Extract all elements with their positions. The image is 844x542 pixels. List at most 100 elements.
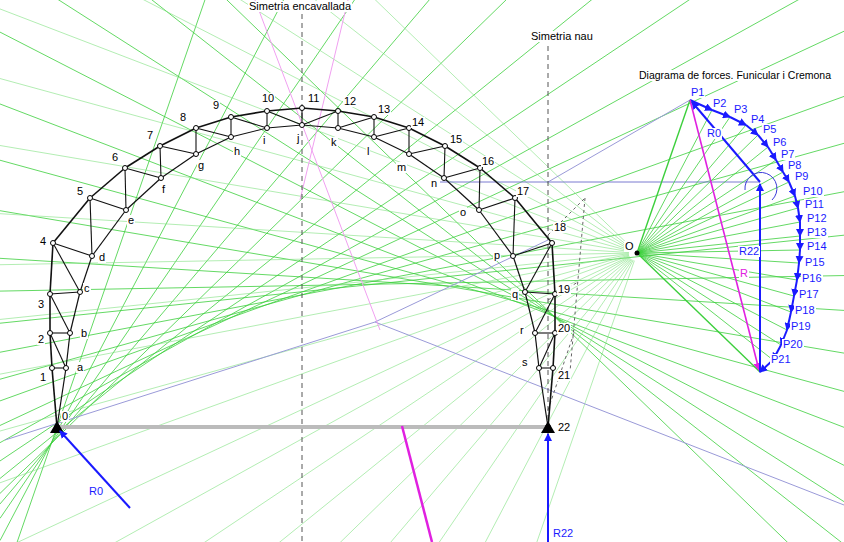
label: 19 [557, 284, 571, 295]
label: 15 [449, 134, 463, 145]
bottom-chord [70, 292, 80, 333]
label: f [161, 184, 166, 195]
polar-ray [637, 117, 730, 253]
truss-member [525, 292, 555, 294]
label: 18 [553, 222, 567, 233]
label: h [233, 146, 241, 157]
funicular-line [0, 143, 844, 379]
label: R0 [88, 486, 104, 497]
label: P6 [772, 137, 787, 148]
polar-ray [637, 100, 690, 253]
load-vector [797, 263, 799, 280]
truss-member [53, 243, 92, 256]
funicular-line [0, 0, 844, 461]
load-vector [712, 110, 730, 117]
funicular-line [0, 104, 844, 427]
pole-point [635, 251, 640, 256]
bottom-chord [539, 368, 548, 427]
construction-line [375, 240, 548, 322]
joint [407, 152, 412, 157]
polar-ray-extension [319, 261, 634, 542]
truss-member [195, 128, 196, 154]
symmetry-axis [302, 14, 303, 542]
joint [158, 144, 163, 149]
top-chord [90, 168, 125, 198]
truss-member [408, 128, 409, 154]
support [50, 421, 64, 433]
label: 11 [307, 93, 320, 104]
construction-line [440, 182, 760, 183]
truss-member [513, 198, 515, 256]
joint [550, 241, 555, 246]
joint [265, 126, 270, 131]
polar-ray [637, 160, 776, 253]
label: 0 [61, 411, 69, 422]
polar-ray-extension [0, 257, 629, 542]
label: Simetria nau [530, 31, 594, 42]
label: P10 [802, 186, 824, 197]
joint [336, 126, 341, 131]
polar-ray [637, 253, 760, 372]
polar-ray-extension [0, 193, 629, 253]
joint [68, 331, 73, 336]
label: p [493, 250, 501, 261]
funicular-line [0, 160, 844, 391]
joint [477, 208, 482, 213]
polar-ray-extension [0, 259, 631, 542]
label: P9 [794, 171, 809, 182]
truss-member [513, 243, 552, 256]
polar-ray-extension [0, 0, 630, 248]
label: 8 [179, 112, 187, 123]
joint [64, 366, 69, 371]
polar-ray [637, 222, 800, 253]
label: P16 [801, 273, 823, 284]
funicular-line [0, 0, 844, 518]
polar-ray-extension [0, 259, 632, 542]
polar-ray [637, 236, 800, 253]
truss-member [535, 294, 555, 333]
label: 12 [343, 96, 357, 107]
load-vector [776, 160, 783, 172]
polar-ray-extension [0, 91, 629, 252]
polar-ray-extension [0, 0, 629, 251]
label: 3 [37, 299, 45, 310]
bottom-chord [302, 125, 338, 128]
load-vector [783, 172, 789, 182]
label: 21 [557, 370, 571, 381]
label: P14 [806, 241, 828, 252]
label: 20 [557, 323, 571, 334]
label: 5 [76, 186, 84, 197]
label: P5 [762, 124, 777, 135]
joint [78, 290, 83, 295]
construction-line [548, 330, 575, 410]
top-chord [49, 294, 51, 333]
tie-beam [57, 425, 548, 429]
truss-member [374, 128, 409, 137]
polar-ray-extension [0, 0, 630, 249]
label: d [98, 252, 106, 263]
joint [336, 109, 341, 114]
funicular-line [0, 0, 844, 443]
label: R0 [706, 128, 722, 139]
bottom-chord [92, 210, 126, 256]
label: i [262, 135, 266, 146]
label: l [366, 146, 370, 157]
top-chord [53, 198, 90, 243]
truss-member [50, 292, 80, 294]
joint [537, 366, 542, 371]
label: O [624, 241, 635, 252]
polar-ray-extension [187, 260, 633, 542]
label: P13 [806, 227, 828, 238]
bottom-chord [338, 128, 374, 137]
top-chord [409, 128, 445, 146]
truss-member [196, 128, 231, 137]
polar-ray [637, 250, 800, 253]
polar-ray-extension [0, 0, 630, 248]
top-chord [445, 146, 480, 168]
load-vector [794, 280, 797, 296]
joint [265, 109, 270, 114]
label: a [76, 362, 84, 373]
resultant-vector [690, 100, 759, 370]
polar-ray-extension [0, 256, 629, 542]
